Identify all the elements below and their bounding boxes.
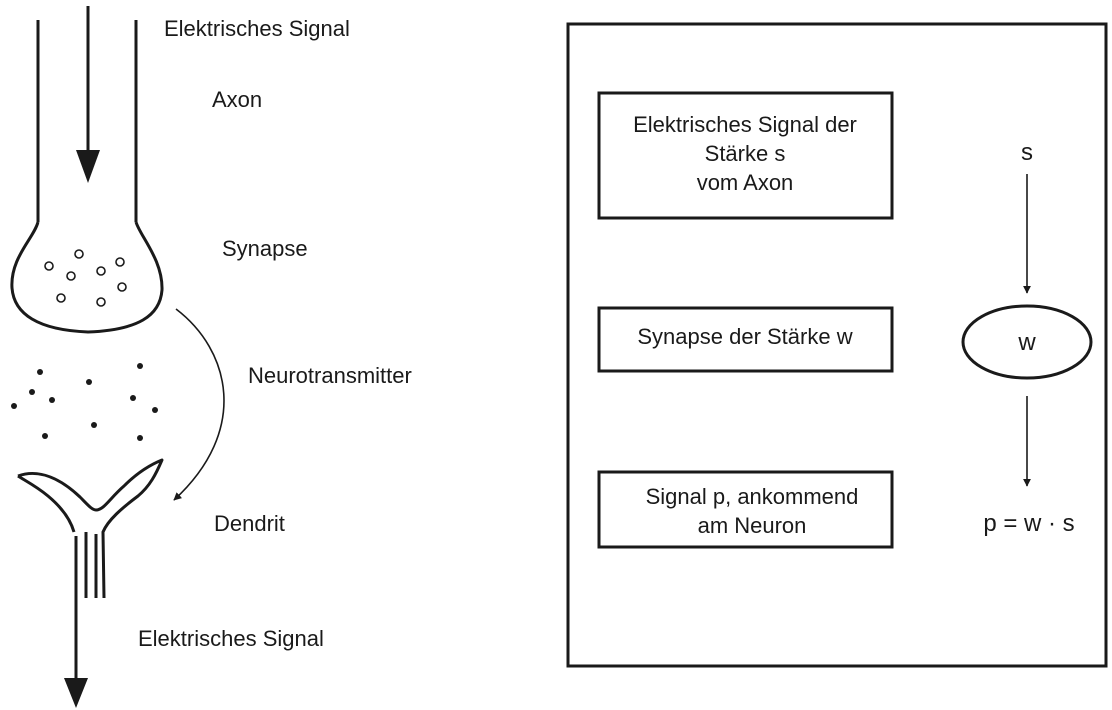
neurotransmitter-dot <box>42 433 48 439</box>
vesicle <box>56 293 66 303</box>
input-signal-box-line2: Stärke s <box>705 141 786 166</box>
neurotransmitter-dot <box>29 389 35 395</box>
vesicle <box>96 266 106 276</box>
biological-neuron: Elektrisches Signal Axon Synapse Neurotr… <box>10 6 412 708</box>
weight-symbol: w <box>1017 329 1036 356</box>
vesicle <box>96 297 106 307</box>
synapse-label: Synapse <box>222 236 308 261</box>
model-frame <box>566 22 1108 668</box>
neurotransmitter-dot <box>137 435 143 441</box>
signal-in-arrowhead <box>76 150 100 183</box>
axon-label: Axon <box>212 87 262 112</box>
neurotransmitter-dot <box>130 395 136 401</box>
dendrite-shape <box>17 458 164 599</box>
neurotransmitter-dot <box>11 403 17 409</box>
neurotransmitter-particles <box>11 363 158 441</box>
input-signal-box-line3: vom Axon <box>697 170 794 195</box>
vesicle <box>74 249 84 259</box>
synapse-weight-box <box>597 306 894 373</box>
neurotransmitter-label: Neurotransmitter <box>248 363 412 388</box>
vesicle <box>44 261 54 271</box>
vesicle <box>66 271 76 281</box>
synapse-weight-box-label: Synapse der Stärke w <box>637 324 852 349</box>
neurotransmitter-arrow <box>173 308 225 501</box>
vesicle <box>115 257 125 267</box>
input-signal-box <box>597 91 894 220</box>
input-signal-box-line1: Elektrisches Signal der <box>633 112 857 137</box>
output-formula: p = w · s <box>983 510 1074 537</box>
synaptic-knob <box>10 221 164 334</box>
neurotransmitter-dot <box>137 363 143 369</box>
signal-out-label: Elektrisches Signal <box>138 626 324 651</box>
signal-out-arrowhead <box>64 678 88 708</box>
model-panel: Elektrisches Signal der Stärke s vom Axo… <box>566 22 1108 668</box>
dendrite-label: Dendrit <box>214 511 285 536</box>
vesicles <box>44 249 127 307</box>
neurotransmitter-dot <box>91 422 97 428</box>
output-signal-box-line2: am Neuron <box>698 513 807 538</box>
neurotransmitter-dot <box>37 369 43 375</box>
vesicle <box>117 282 127 292</box>
output-signal-box <box>597 470 894 549</box>
neurotransmitter-dot <box>86 379 92 385</box>
output-signal-box-line1: Signal p, ankommend <box>646 484 859 509</box>
weight-node <box>961 304 1093 380</box>
neurotransmitter-dot <box>152 407 158 413</box>
signal-in-label: Elektrisches Signal <box>164 16 350 41</box>
input-symbol: s <box>1021 139 1033 166</box>
neurotransmitter-dot <box>49 397 55 403</box>
